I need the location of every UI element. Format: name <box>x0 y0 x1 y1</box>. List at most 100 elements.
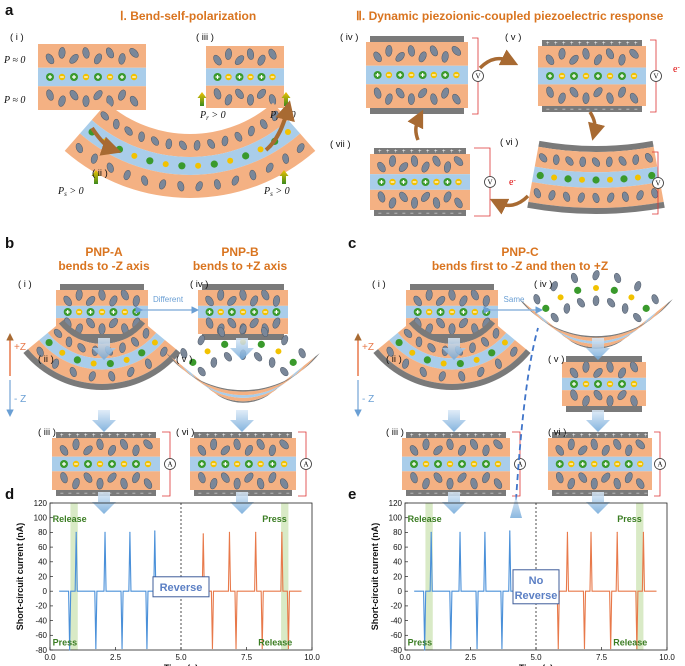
ammeter-icon <box>654 458 666 470</box>
plus-sign <box>420 73 425 77</box>
electrode-charge: − <box>498 491 502 497</box>
x-tick-label: 5.0 <box>530 653 542 662</box>
layer-top <box>366 42 468 66</box>
highlight-band <box>636 503 644 650</box>
plus-sign <box>86 462 90 466</box>
dipole-ion <box>555 472 564 484</box>
anion <box>634 174 641 181</box>
electrode <box>374 148 466 154</box>
dipole-ion <box>605 48 615 60</box>
electrode-charge: − <box>556 491 560 497</box>
y-tick-label: 100 <box>34 514 48 523</box>
cation <box>106 359 114 368</box>
cation <box>620 175 628 183</box>
electrode-charge: + <box>450 149 454 155</box>
dipole-ion <box>635 439 645 450</box>
electrode-bent <box>58 319 146 344</box>
dipole-ion <box>107 472 117 483</box>
electrode-charge: + <box>262 433 266 439</box>
x-tick-label: 10.0 <box>304 653 320 662</box>
arrow-ii-to-iii <box>264 100 295 152</box>
process-arrow-c-iv-v <box>586 338 610 360</box>
electrode-charge: + <box>410 433 414 439</box>
dipole-ion <box>607 192 615 203</box>
dipole-ion <box>239 324 247 335</box>
electrode-charge: − <box>426 491 430 497</box>
dipole-ion <box>195 181 203 192</box>
series-line-blue <box>414 530 526 651</box>
dipole-ion <box>446 477 454 490</box>
polarization-arrow <box>279 170 289 184</box>
electrode-charge: − <box>254 491 258 497</box>
dipole-ion <box>591 157 601 167</box>
dipole-ion <box>244 444 253 456</box>
electrode-charge: + <box>442 433 446 439</box>
layer-bottom-bent <box>170 356 316 396</box>
layer-bottom-bent <box>523 302 669 342</box>
dipole-ion <box>210 357 218 368</box>
dipole-ion <box>436 317 445 329</box>
electrode-charge: − <box>60 491 64 497</box>
electrode-charge: + <box>474 433 478 439</box>
plus-sign <box>120 75 124 79</box>
dipole-ion <box>470 477 478 490</box>
data-point <box>501 647 503 650</box>
x-tick-label: 2.5 <box>465 653 477 662</box>
label-ps-right: Ps > 0 <box>263 186 290 198</box>
layer-top-bent <box>91 102 289 158</box>
plus-sign <box>199 462 204 466</box>
dipole-ion <box>227 317 237 329</box>
electrode-charge: + <box>490 433 494 439</box>
electrode-charge: + <box>254 433 258 439</box>
dipole-ion <box>419 366 427 378</box>
plus-sign <box>596 74 600 78</box>
electrode-charge: − <box>594 107 598 113</box>
dipole-ion <box>550 281 558 292</box>
electrode-charge: − <box>402 211 406 217</box>
dipole-ion <box>256 438 265 450</box>
electrode-charge: + <box>214 433 218 439</box>
panel-a-cells: V++++++++++++−−−−−−−−−−−−VV+++++++++++−−… <box>38 36 665 217</box>
dipole-ion <box>193 140 201 151</box>
meter-symbol: V <box>655 180 660 188</box>
dipole-ion <box>593 368 603 378</box>
electrode-charge: + <box>434 149 438 155</box>
dipole-ion <box>578 445 588 456</box>
electrode-charge: + <box>580 433 584 439</box>
dipole-ion <box>613 477 621 490</box>
anion <box>162 161 169 168</box>
dipole-ion <box>613 272 622 284</box>
dipole-ion <box>411 197 418 209</box>
x-tick-label: 0.0 <box>44 653 56 662</box>
data-point <box>566 531 569 534</box>
data-point <box>642 531 645 534</box>
y-tick-label: -80 <box>35 646 47 655</box>
dipole-ion <box>448 323 456 335</box>
plus-sign <box>412 462 416 466</box>
dipole-ion <box>415 336 423 348</box>
electrode-charge: − <box>580 491 584 497</box>
cation <box>610 286 618 294</box>
electrode <box>194 432 292 438</box>
dipole-ion <box>457 444 467 456</box>
dipole-ion <box>606 92 614 104</box>
electrode-charge: + <box>198 433 202 439</box>
panel-c-cells: ++++++++++++−−−−−−−−−−−−A++++++++++++−−−… <box>373 270 673 514</box>
dipole-ion <box>98 323 106 335</box>
dipole-ion <box>629 48 639 59</box>
dipole-ion <box>296 143 305 153</box>
dipole-ion <box>373 87 382 99</box>
process-arrow-b-i-ii <box>92 338 116 360</box>
label-press-left: Press <box>53 638 78 648</box>
dipole-ion <box>386 346 394 357</box>
electrode-charge: − <box>426 211 430 217</box>
dipole-ion <box>158 179 167 190</box>
plus-sign <box>237 75 242 79</box>
dipole-ion <box>221 135 229 147</box>
dipole-ion <box>260 326 269 338</box>
electrode-charge: − <box>564 491 568 497</box>
dipole-ion <box>550 312 559 323</box>
electrode <box>202 284 284 290</box>
title-pnp-a-sub: bends to -Z axis <box>58 259 150 273</box>
dipole-ion <box>422 438 430 451</box>
